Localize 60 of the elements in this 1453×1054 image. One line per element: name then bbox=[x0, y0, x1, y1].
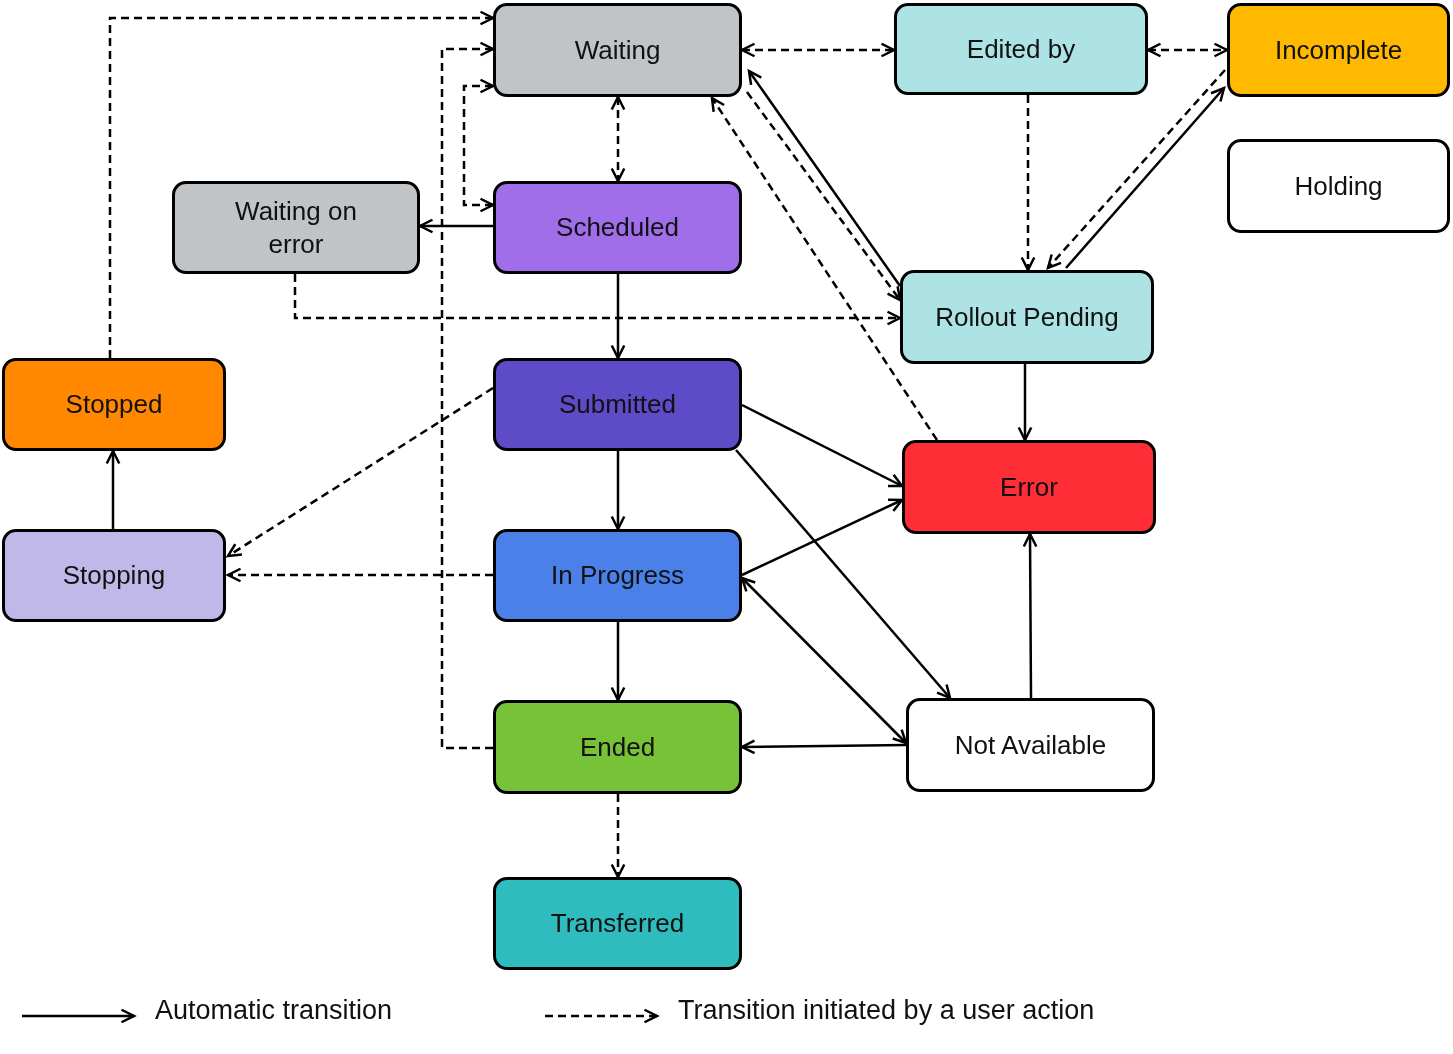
state-box bbox=[2, 529, 226, 622]
arrow bbox=[226, 386, 494, 558]
arrow bbox=[1046, 69, 1226, 270]
arrow bbox=[1020, 95, 1036, 272]
arrow bbox=[710, 96, 939, 441]
state-label: Transferred bbox=[550, 907, 685, 940]
legend-text: Automatic transition bbox=[155, 995, 393, 1026]
state-box bbox=[493, 700, 742, 794]
arrow bbox=[462, 78, 495, 213]
state-label: Rollout Pending bbox=[935, 300, 1119, 334]
state-box bbox=[172, 181, 420, 274]
state-box bbox=[493, 3, 742, 97]
state-label: Waiting bbox=[574, 33, 661, 67]
state-box bbox=[900, 270, 1154, 364]
arrow bbox=[1017, 364, 1033, 442]
arrow bbox=[610, 794, 626, 879]
arrow bbox=[610, 622, 626, 702]
arrow bbox=[741, 403, 904, 488]
arrow bbox=[610, 95, 626, 183]
state-box bbox=[493, 529, 742, 622]
arrow bbox=[1146, 42, 1229, 58]
arrow bbox=[293, 274, 902, 326]
state-label: Submitted bbox=[558, 388, 677, 421]
state-box bbox=[1227, 139, 1450, 233]
legend-text: Transition initiated by a user action bbox=[678, 995, 1095, 1026]
arrow bbox=[440, 41, 495, 750]
state-box bbox=[906, 698, 1155, 792]
state-label: In Progress bbox=[551, 559, 684, 592]
arrow bbox=[418, 218, 493, 234]
state-label: Holding bbox=[1294, 169, 1383, 203]
arrow bbox=[740, 42, 896, 58]
state-label: Scheduled bbox=[556, 211, 679, 244]
arrow bbox=[108, 10, 495, 358]
arrow bbox=[610, 451, 626, 531]
state-label: Ended bbox=[579, 730, 656, 764]
state-label: Incomplete bbox=[1274, 33, 1403, 67]
state-label: Edited by bbox=[966, 32, 1076, 66]
arrow bbox=[740, 739, 906, 755]
state-box bbox=[894, 3, 1148, 95]
state-box bbox=[1227, 3, 1450, 97]
state-label: Not Available bbox=[954, 728, 1107, 762]
arrow bbox=[105, 449, 121, 529]
state-box bbox=[2, 358, 226, 451]
arrow bbox=[740, 576, 908, 745]
state-box bbox=[493, 877, 742, 970]
state-box bbox=[493, 358, 742, 451]
arrow bbox=[610, 274, 626, 360]
arrow bbox=[735, 449, 952, 700]
state-box bbox=[493, 181, 742, 274]
state-label: Stopping bbox=[62, 559, 166, 592]
state-box bbox=[902, 440, 1156, 534]
arrow bbox=[1065, 86, 1226, 269]
arrow bbox=[226, 567, 493, 583]
arrow bbox=[741, 498, 904, 577]
state-label: Waiting on error bbox=[234, 195, 358, 260]
arrow bbox=[747, 69, 902, 287]
arrow bbox=[1022, 532, 1038, 698]
arrow bbox=[746, 91, 902, 302]
state-label: Stopped bbox=[65, 388, 163, 421]
state-label: Error bbox=[1000, 470, 1058, 504]
